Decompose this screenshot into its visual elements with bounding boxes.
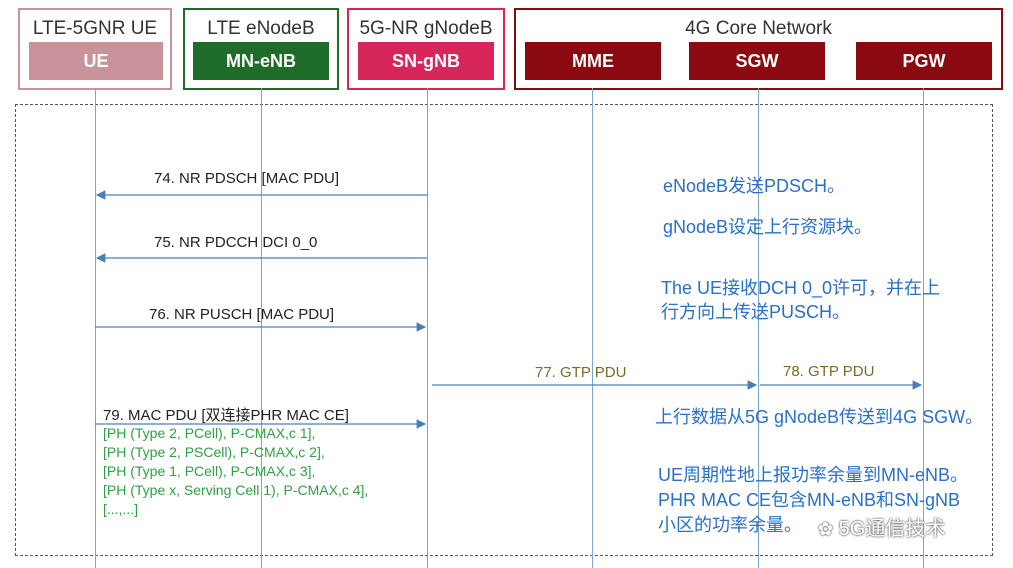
sequence-frame xyxy=(15,104,993,556)
message-76-label: 76. NR PUSCH [MAC PDU] xyxy=(149,306,335,323)
phr-line: [PH (Type 2, PSCell), P-CMAX,c 2], xyxy=(103,444,325,460)
message-74-label: 74. NR PDSCH [MAC PDU] xyxy=(154,170,340,187)
ue-entity: UE xyxy=(29,42,163,80)
note-dci-grant-2: 行方向上传送PUSCH。 xyxy=(661,302,851,322)
sgw-lifeline xyxy=(758,88,759,568)
mme-lifeline xyxy=(592,88,593,568)
phr-line: [PH (Type 2, PCell), P-CMAX,c 1], xyxy=(103,425,316,441)
wechat-icon: ✿ xyxy=(818,519,834,539)
sgw-entity: SGW xyxy=(689,42,825,80)
phr-line: [PH (Type 1, PCell), P-CMAX,c 3], xyxy=(103,463,316,479)
sn-gnb-entity: SN-gNB xyxy=(358,42,494,80)
note-phr-2: PHR MAC CE包含MN-eNB和SN-gNB xyxy=(658,490,961,510)
message-75-label: 75. NR PDCCH DCI 0_0 xyxy=(154,234,318,251)
pgw-lifeline xyxy=(923,88,924,568)
message-79-label: 79. MAC PDU [双连接PHR MAC CE] xyxy=(103,407,349,424)
note-pdsch: eNodeB发送PDSCH。 xyxy=(663,176,846,196)
message-77-label: 77. GTP PDU xyxy=(535,364,627,381)
enb-group-title: LTE eNodeB xyxy=(207,18,315,39)
ue-group-title: LTE-5GNR UE xyxy=(32,18,158,39)
phr-line: [PH (Type x, Serving Cell 1), P-CMAX,c 4… xyxy=(103,482,369,498)
mme-entity: MME xyxy=(525,42,661,80)
note-uplink-data: 上行数据从5G gNodeB传送到4G SGW。 xyxy=(655,407,984,427)
pgw-entity: PGW xyxy=(856,42,992,80)
note-dci-grant-1: The UE接收DCH 0_0许可，并在上 xyxy=(661,278,941,298)
core-group-title: 4G Core Network xyxy=(685,18,832,39)
note-resource-block: gNodeB设定上行资源块。 xyxy=(663,217,873,237)
gnb-group-title: 5G-NR gNodeB xyxy=(359,18,493,39)
message-78-label: 78. GTP PDU xyxy=(783,363,875,380)
gnb-lifeline xyxy=(427,88,428,568)
mn-enb-entity: MN-eNB xyxy=(193,42,329,80)
watermark-logo: ✿ 5G通信技术 xyxy=(818,512,945,541)
note-phr-3: 小区的功率余量。 xyxy=(658,515,802,535)
gnb-group-box: 5G-NR gNodeB xyxy=(347,8,505,90)
ue-lifeline xyxy=(95,88,96,568)
watermark-text: 5G通信技术 xyxy=(838,518,946,540)
phr-line: [...,...] xyxy=(103,501,139,517)
enb-lifeline xyxy=(261,88,262,568)
note-phr-1: UE周期性地上报功率余量到MN-eNB。 xyxy=(658,465,969,485)
